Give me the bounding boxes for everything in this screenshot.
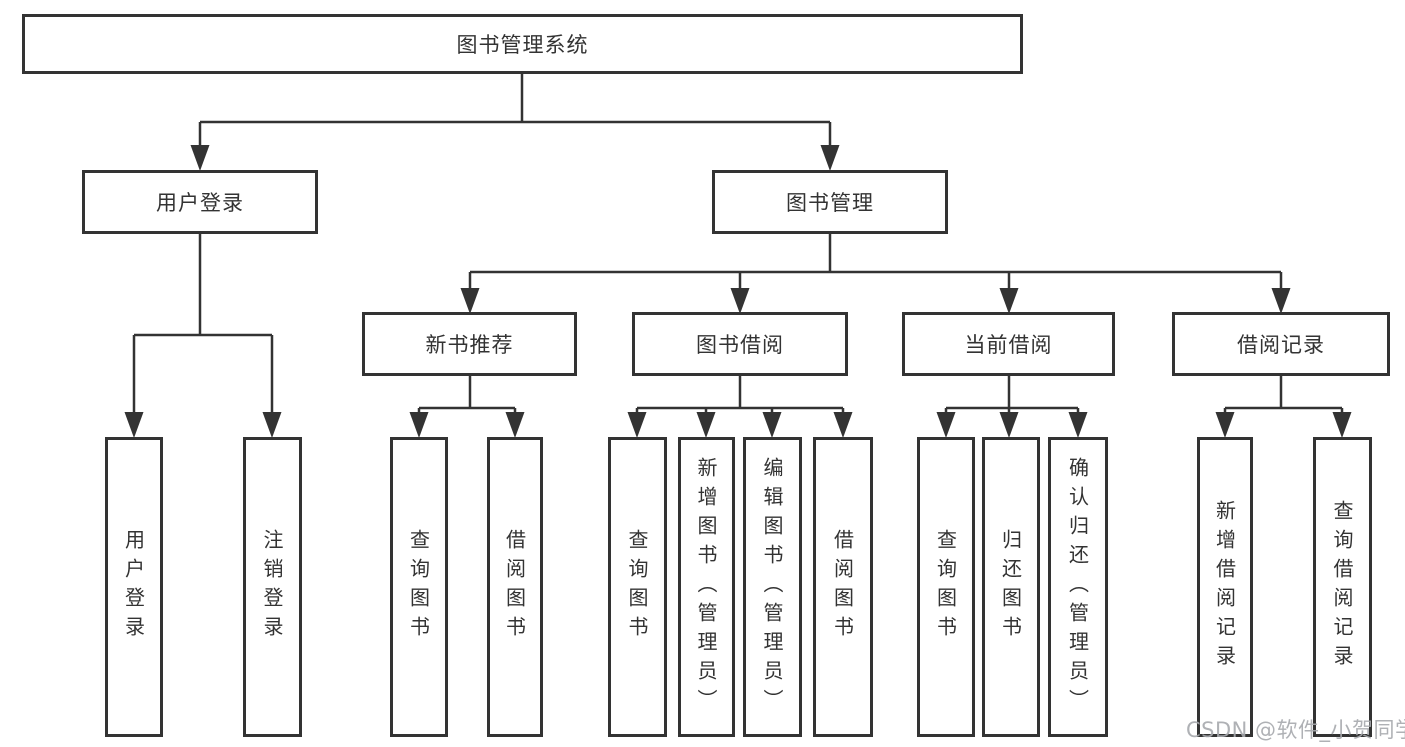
- node-book-borrowing: 图书借阅: [632, 312, 848, 376]
- node-label: 确认归还（管理员）: [1065, 456, 1090, 718]
- node-label: 查询图书: [406, 529, 431, 645]
- node-label: 查询图书: [933, 529, 958, 645]
- node-label: 归还图书: [998, 529, 1023, 645]
- node-label: 图书管理系统: [456, 33, 589, 57]
- leaf-query-books-current: 查询图书: [917, 437, 975, 737]
- csdn-watermark: CSDN @软件_小贺同学: [1186, 718, 1405, 742]
- leaf-user-login: 用户登录: [105, 437, 163, 737]
- node-label: 编辑图书（管理员）: [760, 456, 784, 718]
- node-label: 新书推荐: [425, 333, 514, 357]
- node-root: 图书管理系统: [22, 14, 1023, 74]
- leaf-edit-book-admin: 编辑图书（管理员）: [743, 437, 802, 737]
- leaf-add-borrow-record: 新增借阅记录: [1197, 437, 1253, 737]
- node-label: 新增借阅记录: [1212, 500, 1237, 674]
- node-label: 查询借阅记录: [1330, 500, 1354, 674]
- leaf-query-books-borrowing: 查询图书: [608, 437, 667, 737]
- leaf-borrow-books-recommend: 借阅图书: [487, 437, 543, 737]
- node-label: 新增图书（管理员）: [694, 456, 718, 718]
- leaf-logout-login: 注销登录: [243, 437, 302, 737]
- node-label: 当前借阅: [964, 333, 1053, 357]
- connector-paths: [132, 74, 1344, 418]
- node-new-book-recommendation: 新书推荐: [362, 312, 577, 376]
- leaf-query-books-recommend: 查询图书: [390, 437, 448, 737]
- node-borrowing-records: 借阅记录: [1172, 312, 1390, 376]
- node-label: 图书借阅: [696, 333, 784, 357]
- node-user-login: 用户登录: [82, 170, 318, 234]
- node-label: 图书管理: [786, 191, 874, 215]
- leaf-query-borrow-record: 查询借阅记录: [1313, 437, 1372, 737]
- node-label: 用户登录: [121, 529, 146, 645]
- node-label: 查询图书: [625, 529, 649, 645]
- node-label: 注销登录: [260, 529, 284, 645]
- node-book-management: 图书管理: [712, 170, 948, 234]
- leaf-return-book: 归还图书: [982, 437, 1040, 737]
- node-label: 借阅图书: [830, 529, 855, 645]
- node-current-borrowing: 当前借阅: [902, 312, 1115, 376]
- leaf-borrow-books-borrowing: 借阅图书: [813, 437, 873, 737]
- leaf-add-book-admin: 新增图书（管理员）: [678, 437, 735, 737]
- node-label: 借阅记录: [1237, 333, 1325, 357]
- arrowheads: [124, 145, 1352, 438]
- node-label: 用户登录: [156, 191, 244, 215]
- leaf-confirm-return-admin: 确认归还（管理员）: [1048, 437, 1108, 737]
- node-label: 借阅图书: [502, 529, 527, 645]
